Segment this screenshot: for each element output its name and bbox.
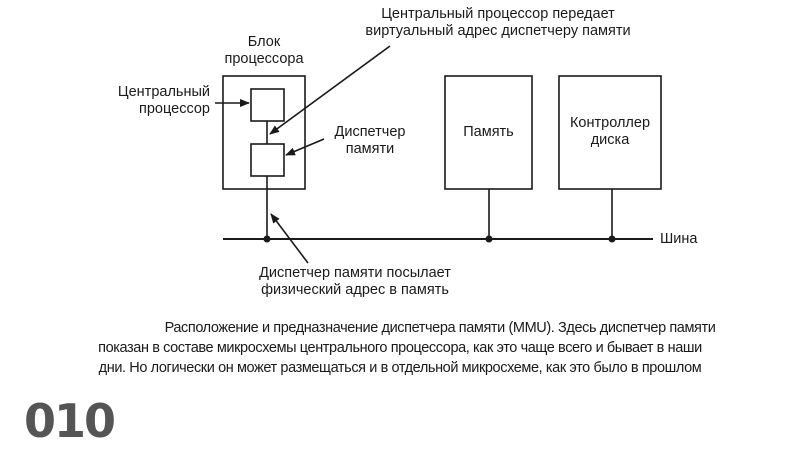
label-line: процессора: [224, 51, 304, 67]
caption-line: показан в составе микросхемы центральног…: [98, 340, 702, 356]
diagram-drawing: [215, 45, 662, 264]
bus-junction-dot: [263, 235, 271, 243]
mmu-sends-label: Диспетчер памяти посылает физический адр…: [225, 265, 485, 299]
disk-controller-label: Контроллер диска: [559, 115, 661, 149]
label-line: Центральный процессор передает: [381, 6, 615, 22]
processor-block-label: Блок процессора: [214, 34, 314, 68]
mmu-pointer-arrow: [285, 138, 325, 156]
label-line: Блок: [247, 34, 281, 50]
label-line: диска: [590, 132, 630, 148]
cpu-sends-label: Центральный процессор передает виртуальн…: [348, 6, 648, 40]
caption-line: дни. Но логически он может размещаться и…: [98, 360, 702, 376]
mmu-label: Диспетчер памяти: [322, 124, 418, 158]
label-line: Контроллер: [569, 115, 651, 131]
caption-line: Расположение и предназначение диспетчера…: [164, 320, 716, 336]
label-line: процессор: [139, 101, 210, 117]
figure-caption: Расположение и предназначение диспетчера…: [0, 318, 800, 378]
cpu-box: [250, 88, 285, 122]
slide-number: 010: [24, 394, 116, 448]
processor-block-box: [222, 75, 306, 190]
label-line: памяти: [345, 141, 395, 157]
bus-label: Шина: [660, 231, 698, 247]
label-line: Центральный: [117, 84, 210, 100]
label-line: Диспетчер памяти посылает: [259, 265, 451, 281]
mmu-box: [250, 143, 285, 177]
mmu-diagram: Центральный процессор передает виртуальн…: [98, 6, 698, 299]
cpu-label: Центральный процессор: [98, 84, 210, 118]
memory-label: Память: [463, 124, 514, 140]
bus-junction-dot: [608, 235, 616, 243]
physical-address-arrow: [270, 213, 309, 264]
label-line: Диспетчер: [334, 124, 406, 140]
bus-junction-dot: [485, 235, 493, 243]
label-line: виртуальный адрес диспетчеру памяти: [365, 23, 631, 39]
disk-controller-box: [558, 75, 662, 190]
label-line: физический адрес в память: [261, 282, 449, 298]
virtual-address-arrow: [269, 45, 391, 135]
